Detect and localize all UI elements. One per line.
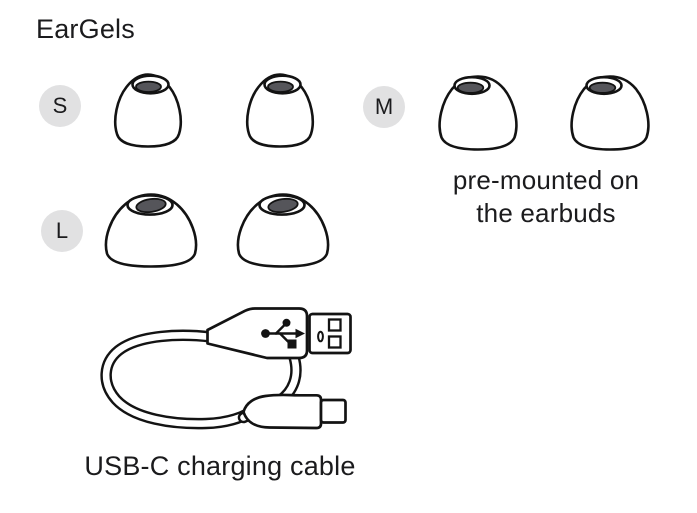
size-badge-s: S [39, 85, 81, 127]
eargel-s-illustration-1 [113, 73, 183, 148]
premounted-caption-line1: pre-mounted on [452, 165, 640, 195]
size-badge-l-label: L [55, 218, 69, 243]
premounted-caption-line2: the earbuds [476, 198, 616, 228]
eargel-hole [267, 80, 294, 93]
size-badge-s-label: S [52, 93, 68, 118]
eargel-l-illustration-2 [236, 193, 330, 268]
eargel-hole [135, 197, 167, 214]
eargel-hole [267, 197, 299, 214]
eargel-m-illustration-1 [438, 75, 518, 151]
usb-trident-icon [261, 318, 305, 349]
size-badge-m: M [363, 86, 405, 128]
usb-c-connector [242, 393, 347, 430]
premounted-caption: pre-mounted on the earbuds [420, 164, 672, 230]
eargel-l-illustration-1 [104, 193, 198, 268]
eargel-hole [456, 81, 485, 94]
eargel-hole [588, 81, 617, 94]
usb-a-connector [206, 307, 352, 360]
usb-cable-illustration [100, 307, 352, 430]
cable-caption: USB-C charging cable [84, 451, 356, 481]
size-badge-l: L [41, 210, 83, 252]
eargel-m-illustration-2 [570, 75, 650, 151]
eargel-hole [135, 80, 162, 93]
page-title: EarGels [36, 14, 135, 44]
size-badge-m-label: M [374, 94, 394, 119]
eargel-s-illustration-2 [245, 73, 315, 148]
